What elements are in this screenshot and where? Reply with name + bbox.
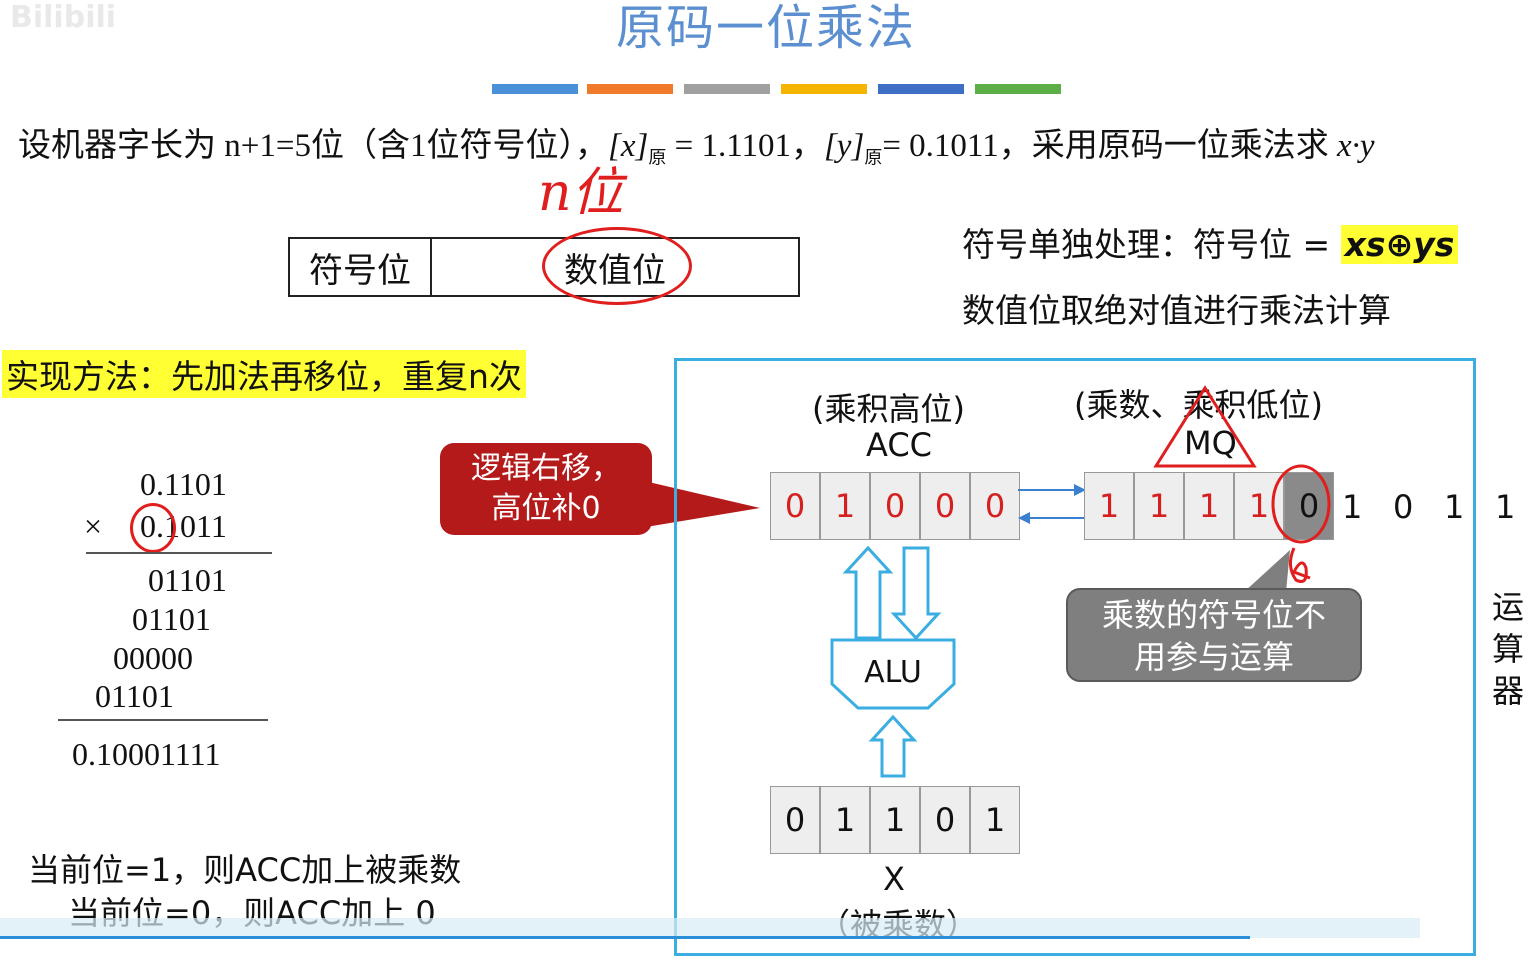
shift-callout: 逻辑右移， 高位补0 [440, 443, 652, 535]
divider-line [58, 719, 268, 721]
color-bar-segment [878, 84, 964, 94]
x-value: = 1.1101， [666, 128, 824, 164]
mq-bit: 1 [1234, 472, 1284, 540]
alu-label: ALU [864, 655, 922, 690]
watermark: Bilibili [10, 0, 117, 35]
sign-note: 符号单独处理：符号位 = xs⊕ys [962, 218, 1459, 266]
color-bar-segment [975, 84, 1061, 94]
mq-bit: 1 [1084, 472, 1134, 540]
x-bit: 0 [920, 786, 970, 854]
sign-bit-callout: 乘数的符号位不 用参与运算 [1066, 588, 1362, 682]
gray-callout-pointer [1244, 550, 1290, 592]
mq-bit: 1 [1184, 472, 1234, 540]
product-result: 0.10001111 [72, 736, 221, 772]
method-highlight: 实现方法：先加法再移位，重复n次 [2, 350, 526, 398]
acc-bit: 0 [970, 472, 1020, 540]
color-bar-segment [781, 84, 867, 94]
value-note: 数值位取绝对值进行乘法计算 [962, 291, 1391, 330]
acc-bit: 1 [820, 472, 870, 540]
x-bit: 1 [970, 786, 1020, 854]
bottom-blur [0, 918, 1420, 938]
acc-caption: (乘积高位) [812, 390, 965, 428]
divider-line [86, 552, 272, 554]
shifted-out-bit: 1 [1495, 488, 1516, 526]
problem-prefix: 设机器字长为 n+1=5位（含1位符号位）， [18, 128, 608, 164]
unit-label: 运算器 [1491, 588, 1524, 710]
sign-bit-cell: 符号位 [290, 239, 432, 295]
format-box: 符号位 数值位 [288, 227, 800, 305]
partial-product: 01101 [148, 562, 227, 598]
callout-line: 逻辑右移， [471, 451, 621, 486]
mq-name: MQ [1184, 424, 1237, 462]
y-value: = 0.1011，采用原码一位乘法求 [882, 128, 1337, 164]
shifted-out-bit: 1 [1444, 488, 1465, 526]
partial-product: 01101 [132, 601, 211, 637]
red-circle-annotation [130, 503, 176, 553]
acc-register: 0 1 0 0 0 [770, 472, 1020, 540]
handwritten-n-annotation: n位 [538, 163, 624, 223]
color-bar-segment [492, 84, 578, 94]
shifted-out-bit: 1 [1342, 488, 1363, 526]
acc-bit: 0 [770, 472, 820, 540]
color-bar-segment [587, 84, 673, 94]
y-subscript: 原 [864, 147, 883, 168]
x-bit: 1 [820, 786, 870, 854]
value-bits-cell: 数值位 [432, 227, 798, 305]
shifted-out-bit: 0 [1393, 488, 1414, 526]
x-register: 0 1 1 0 1 [770, 786, 1020, 854]
callout-line: 高位补0 [491, 491, 601, 526]
multiplicand: 0.1101 [140, 466, 227, 502]
acc-name: ACC [866, 426, 933, 464]
rule-bit-one: 当前位=1，则ACC加上被乘数 [28, 851, 462, 889]
mq-caption: (乘数、乘积低位) [1074, 386, 1323, 424]
arithmetic-unit-box [674, 358, 1476, 956]
mq-register: 1 1 1 1 0 [1084, 472, 1334, 540]
x-subscript: 原 [648, 147, 667, 168]
partial-product: 01101 [95, 678, 174, 714]
callout-pointer [640, 480, 760, 528]
alu-block [830, 638, 956, 710]
acc-alu-arrows [842, 545, 942, 640]
slide-title: 原码一位乘法 [615, 0, 916, 56]
video-progress-line [0, 936, 1250, 939]
acc-bit: 0 [920, 472, 970, 540]
mq-bit: 1 [1134, 472, 1184, 540]
red-triangle-annotation [1153, 385, 1257, 468]
x-bit: 0 [770, 786, 820, 854]
x-alu-arrow [868, 714, 918, 778]
sign-note-label: 符号单独处理：符号位 = [962, 225, 1341, 264]
y-bracket: [y] [823, 128, 865, 164]
x-bit: 1 [870, 786, 920, 854]
acc-bit: 0 [870, 472, 920, 540]
callout-line: 用参与运算 [1133, 638, 1294, 676]
x-name: X [883, 860, 905, 898]
callout-line: 乘数的符号位不 [1101, 596, 1326, 634]
x-bracket: [x] [607, 128, 649, 164]
red-oval-annotation [1271, 464, 1331, 583]
red-circle-annotation [542, 227, 692, 305]
problem-statement: 设机器字长为 n+1=5位（含1位符号位），[x]原 = 1.1101，[y]原… [18, 118, 1375, 170]
sign-formula: xs⊕ys [1340, 225, 1459, 264]
partial-product: 00000 [113, 640, 193, 676]
color-bar-segment [684, 84, 770, 94]
goal-expression: x·y [1336, 128, 1375, 164]
transfer-arrows [1018, 484, 1086, 524]
times-sign: × [84, 508, 103, 544]
